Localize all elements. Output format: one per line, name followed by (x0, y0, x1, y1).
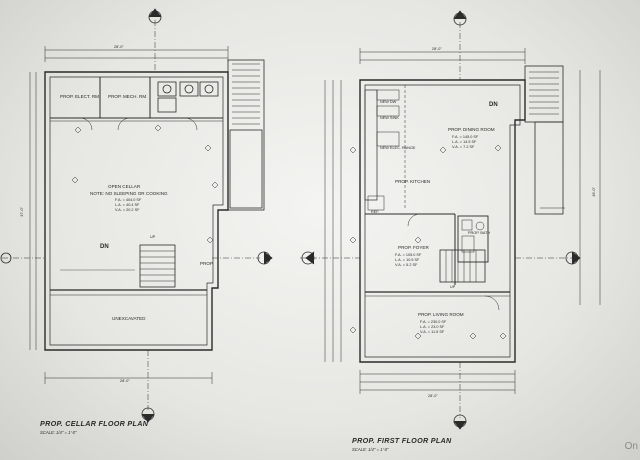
dining-va: V.A. = 7.2 SF (452, 145, 475, 149)
living-fa: F.A. = 230.0 SF (420, 320, 447, 324)
first-floor-plan (300, 10, 601, 430)
first-top-dimension: 28'-0" (432, 47, 442, 51)
first-plan-title: PROP. FIRST FLOOR PLAN (352, 436, 452, 445)
dining-fa: F.A. = 145.0 SF (452, 135, 479, 139)
new-sink-label: NEW SINK (380, 116, 399, 120)
dining-room-label: PROP. DINING ROOM (448, 127, 495, 132)
new-elec-range-label: NEW ELEC. RANGE (380, 146, 416, 150)
cellar-stair-up-label: UP (150, 235, 156, 239)
first-stair-up-label: UP (450, 285, 456, 289)
cellar-top-dimension: 28'-0" (114, 45, 124, 49)
dining-la: L.A. = 14.5 SF (452, 140, 477, 144)
living-room-label: PROP. LIVING ROOM (418, 312, 464, 317)
first-dn-label: DN (489, 102, 498, 108)
cellar-mech-room-label: PROP. MECH. RM. (108, 94, 148, 99)
kitchen-label: PROP. KITCHEN (395, 179, 431, 184)
watermark: On (624, 441, 638, 452)
first-bottom-dimension: 28'-0" (428, 394, 438, 398)
new-dw-label: NEW DW (380, 100, 397, 104)
bath-label: PROP. BATH (468, 231, 491, 235)
foyer-la: L.A. = 10.5 SF (395, 258, 420, 262)
cellar-bottom-dimension: 28'-0" (120, 379, 130, 383)
ref-label: REF. (371, 210, 380, 214)
foyer-label: PROP. FOYER (398, 245, 429, 250)
open-cellar-va: V.A. = 20.2 SF (115, 208, 140, 212)
foyer-va: V.A. = 5.2 SF (395, 263, 418, 267)
cellar-depth-dimension: 37'-0" (19, 207, 24, 217)
open-cellar-note: NOTE: NO SLEEPING OR COOKING (90, 191, 168, 196)
open-cellar-fa: F.A. = 404.0 SF (115, 198, 142, 202)
first-plan-scale: SCALE: 1/4" = 1'-0" (352, 447, 389, 452)
foyer-fa: F.A. = 105.0 SF (395, 253, 422, 257)
cellar-elect-room-label: PROP. ELECT. RM. (60, 94, 101, 99)
open-cellar-la: L.A. = 40.4 SF (115, 203, 140, 207)
cellar-prop-label: PROP. (200, 261, 214, 266)
cellar-floor-plan (0, 8, 273, 423)
cellar-plan-title: PROP. CELLAR FLOOR PLAN (40, 419, 149, 428)
open-cellar-label: OPEN CELLAR (108, 184, 141, 189)
unexcavated-label: UNEXCAVATED (112, 316, 146, 321)
living-la: L.A. = 23.0 SF (420, 325, 445, 329)
living-va: V.A. = 11.5 SF (420, 330, 445, 334)
first-depth-dimension: 46'-0" (591, 187, 596, 197)
cellar-dn-label: DN (100, 244, 109, 250)
cellar-plan-scale: SCALE: 1/4" = 1'-0" (40, 430, 77, 435)
